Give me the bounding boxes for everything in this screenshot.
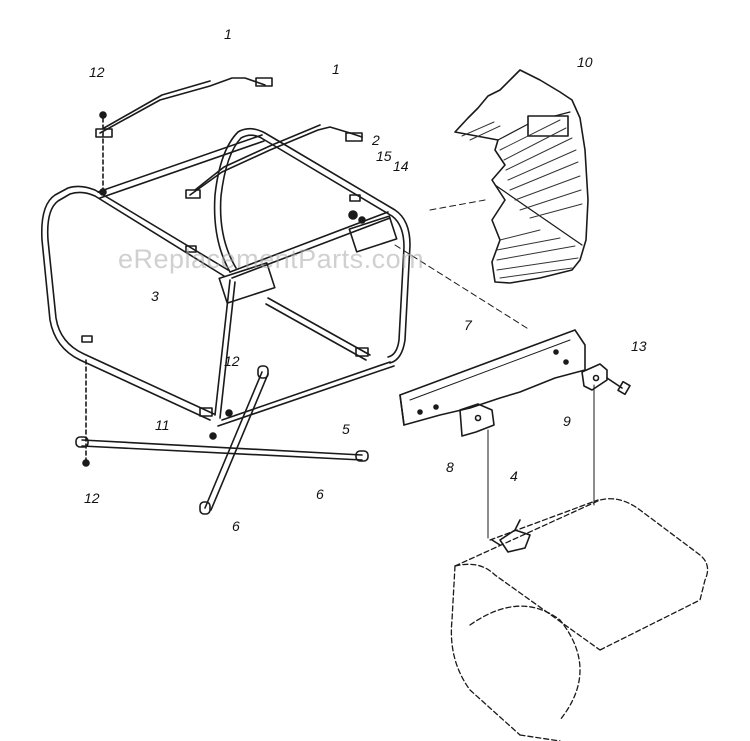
part-label-4: 4 [510, 468, 518, 484]
grass-bag-hatching [461, 119, 583, 279]
part-label-2: 2 [372, 132, 380, 148]
part-label-3: 3 [151, 288, 159, 304]
bolt [606, 377, 631, 396]
mounting-bar [399, 329, 586, 426]
part-label-14: 14 [393, 158, 409, 174]
part-label-8: 8 [446, 459, 454, 475]
latch [491, 519, 531, 553]
guide-line-bag [394, 244, 531, 331]
bracket-right [581, 363, 608, 391]
part-label-6-horizontal: 6 [316, 486, 324, 502]
part-label-1-rear: 1 [332, 61, 340, 77]
mower-outline [450, 498, 709, 741]
cross-braces [75, 365, 369, 515]
part-label-12-bottom: 12 [84, 490, 100, 506]
fasteners-bottom [82, 359, 233, 467]
cage-side-rails [97, 134, 395, 427]
guide-line-bag-top [429, 199, 486, 211]
support-strap-rear [185, 124, 363, 199]
grass-bag [454, 69, 589, 284]
part-label-5: 5 [342, 421, 350, 437]
part-label-15: 15 [376, 148, 392, 164]
part-label-1-strap: 1 [224, 26, 232, 42]
cage-front-loop [40, 185, 229, 421]
bracket-left [459, 403, 495, 437]
part-label-6-diagonal: 6 [232, 518, 240, 534]
support-strap-upper [95, 77, 273, 138]
watermark-text: eReplacementParts.com [118, 244, 425, 274]
part-label-12-top: 12 [89, 64, 105, 80]
part-label-10: 10 [577, 54, 593, 70]
part-label-11: 11 [155, 417, 170, 433]
part-label-12-middle: 12 [224, 353, 240, 369]
part-label-7: 7 [464, 317, 472, 333]
cage-brackets [81, 215, 398, 417]
part-label-13: 13 [631, 338, 647, 354]
part-label-9: 9 [563, 413, 571, 429]
fasteners-top [99, 111, 366, 224]
cage-rear-loop [213, 127, 411, 364]
